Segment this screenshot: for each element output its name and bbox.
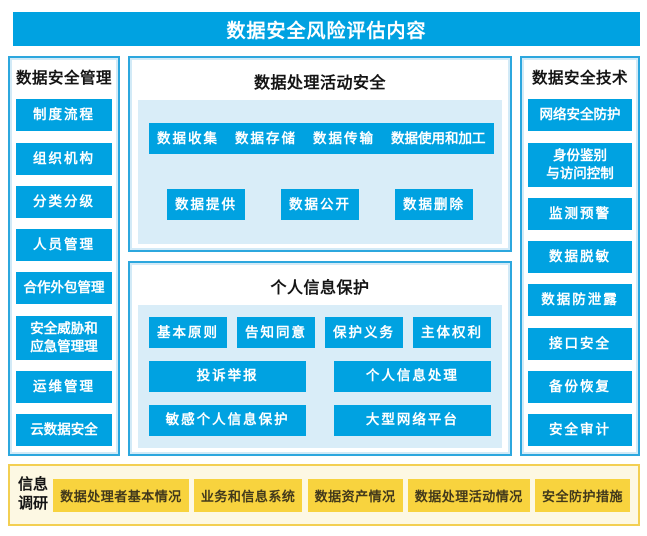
box-identity-access-control: 身份鉴别 与访问控制 [528,142,632,187]
box-monitoring-early-warning: 监测预警 [528,197,632,230]
box-data-asset-status: 数据资产情况 [307,478,403,512]
center-top-body: 数据收集 数据存储 数据传输 数据使用和加工 数据提供 数据公开 数据删除 [138,100,502,244]
box-data-processing-activity-status: 数据处理活动情况 [407,478,530,512]
center-top-title: 数据处理活动安全 [253,75,386,92]
box-data-handler-basic-info: 数据处理者基本情况 [53,478,189,512]
box-organization: 组织机构 [16,142,112,175]
box-classification-grading: 分类分级 [16,185,112,218]
box-protection-obligations: 保护义务 [325,316,403,348]
main-columns: 数据安全管理 制度流程 组织机构 分类分级 人员管理 合作外包管理 安全威胁和 … [8,56,640,456]
center-bottom-body: 基本原则 告知同意 保护义务 主体权利 投诉举报 个人信息处理 敏感个人信息保护… [138,304,502,448]
personal-info-row-3: 敏感个人信息保护 大型网络平台 [149,404,491,436]
box-subject-rights: 主体权利 [413,316,491,348]
box-threat-emergency-management: 安全威胁和 应急管理理 [16,315,112,360]
box-network-security-protection: 网络安全防护 [528,99,632,132]
right-panel-data-security-technology: 数据安全技术 网络安全防护 身份鉴别 与访问控制 监测预警 数据脱敏 数据防泄露… [520,56,640,456]
box-data-use-processing: 数据使用和加工 [383,123,494,155]
bottom-panel-information-research: 信息 调研 数据处理者基本情况 业务和信息系统 数据资产情况 数据处理活动情况 … [8,464,640,526]
diagram-title: 数据安全风险评估内容 [226,20,427,42]
box-data-transmission: 数据传输 [305,123,383,155]
box-data-leak-prevention: 数据防泄露 [528,284,632,317]
box-cloud-data-security: 云数据安全 [16,414,112,446]
box-data-collection: 数据收集 [149,123,227,155]
box-basic-principles: 基本原则 [149,316,227,348]
box-data-disclosure: 数据公开 [281,189,359,221]
box-large-network-platform: 大型网络平台 [333,404,491,436]
center-bottom-title: 个人信息保护 [270,279,370,297]
diagram-title-banner: 数据安全风险评估内容 [13,12,640,46]
box-personnel-management: 人员管理 [16,229,112,261]
box-interface-security: 接口安全 [528,327,632,360]
box-business-info-systems: 业务和信息系统 [193,478,303,512]
right-panel-title: 数据安全技术 [531,70,628,87]
processing-row-1: 数据收集 数据存储 数据传输 数据使用和加工 [149,123,494,155]
box-data-storage: 数据存储 [227,123,305,155]
box-backup-recovery: 备份恢复 [528,370,632,403]
panel-personal-information-protection: 个人信息保护 基本原则 告知同意 保护义务 主体权利 投诉举报 个人信息处理 敏… [128,260,512,456]
personal-info-row-1: 基本原则 告知同意 保护义务 主体权利 [149,316,491,348]
box-personal-info-processing: 个人信息处理 [333,360,491,392]
box-security-audit: 安全审计 [528,414,632,446]
box-security-protection-measures: 安全防护措施 [534,478,630,512]
processing-row-2: 数据提供 数据公开 数据删除 [149,189,491,221]
center-column: 数据处理活动安全 数据收集 数据存储 数据传输 数据使用和加工 数据提供 数据公… [128,56,512,456]
box-ops-management: 运维管理 [16,370,112,403]
box-data-masking: 数据脱敏 [528,241,632,273]
personal-info-row-2: 投诉举报 个人信息处理 [149,360,491,392]
box-data-provision: 数据提供 [167,189,245,221]
box-sensitive-personal-info-protection: 敏感个人信息保护 [149,404,307,436]
box-informed-consent: 告知同意 [237,316,315,348]
box-complaint-reporting: 投诉举报 [149,360,307,392]
left-panel-data-security-management: 数据安全管理 制度流程 组织机构 分类分级 人员管理 合作外包管理 安全威胁和 … [8,56,120,456]
box-data-deletion: 数据删除 [395,189,473,221]
panel-data-processing-activity-security: 数据处理活动安全 数据收集 数据存储 数据传输 数据使用和加工 数据提供 数据公… [128,56,512,252]
bottom-panel-title: 信息 调研 [18,476,49,512]
box-system-process: 制度流程 [16,99,112,132]
left-panel-title: 数据安全管理 [16,70,113,87]
box-outsourcing-management: 合作外包管理 [16,272,112,305]
